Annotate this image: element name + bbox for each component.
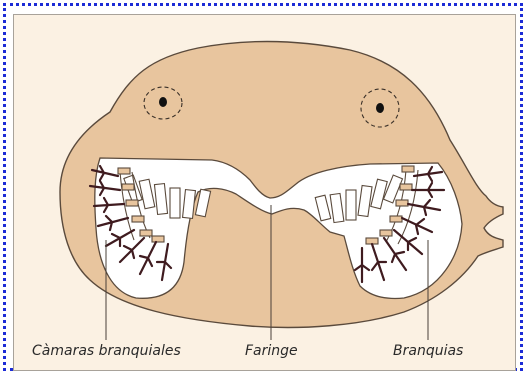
gill-chambers-label: Càmaras branquiales xyxy=(32,343,181,359)
pharynx-label: Faringe xyxy=(245,343,298,359)
gills-label: Branquias xyxy=(393,343,463,359)
